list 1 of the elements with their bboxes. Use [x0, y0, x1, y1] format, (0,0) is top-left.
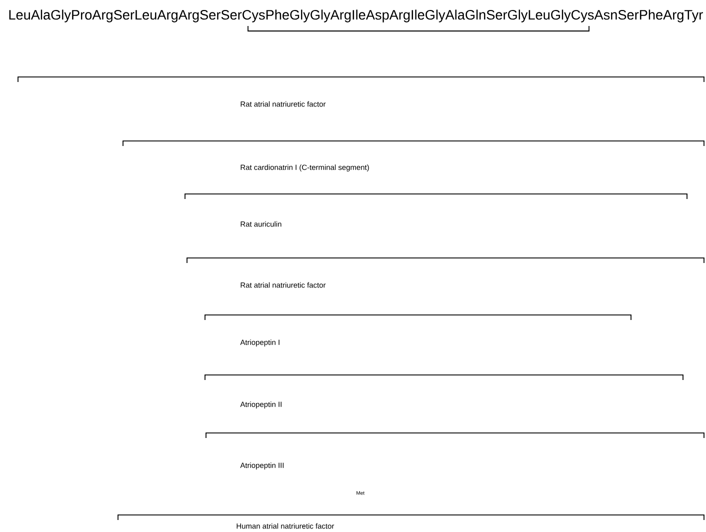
sequence-text: LeuAlaGlyProArgSerLeuArgArgSerSerCysPheGlyGlyArgIleAspArgIleGlyAlaGlnSerGlyLeuGlyCysAsnSerPheArgTyr — [9, 10, 703, 22]
